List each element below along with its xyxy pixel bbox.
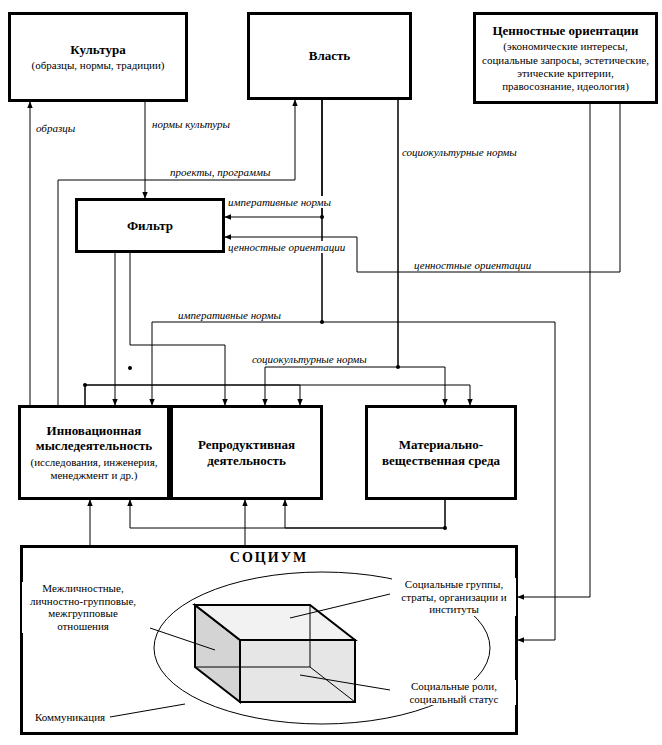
connector xyxy=(518,104,590,597)
connector xyxy=(115,253,116,405)
node-subtitle: (исследования, инженерия, менеджмент и д… xyxy=(27,456,161,482)
node-title: СОЦИУМ xyxy=(230,550,308,567)
society-box: СОЦИУМ xyxy=(20,545,518,735)
culture-box: Культура(образцы, нормы, традиции) xyxy=(8,12,188,102)
node-subtitle: (экономические интересы, социальные запр… xyxy=(482,40,649,93)
power-box: Власть xyxy=(247,12,412,100)
edge-label: социокультурные нормы xyxy=(400,146,519,158)
node-title: Фильтр xyxy=(127,218,173,234)
node-title: Репродуктивная деятельность xyxy=(179,437,314,468)
leader-lines xyxy=(110,594,390,717)
connector xyxy=(130,500,445,528)
connector xyxy=(90,500,91,545)
filter-box: Фильтр xyxy=(75,198,225,253)
connector xyxy=(322,100,555,640)
society-label: Межличностные, личностно-групповые, межг… xyxy=(22,582,144,633)
edge-label: ценностные ориентации xyxy=(226,241,347,253)
node-title: Ценностные ориентации xyxy=(492,23,638,39)
society-cube xyxy=(195,605,355,702)
node-title: Инновационная мыследеятельность xyxy=(27,423,161,454)
connector xyxy=(145,102,146,198)
connector xyxy=(285,500,445,528)
society-label: Коммуникация xyxy=(30,711,110,724)
connector xyxy=(225,104,620,272)
values-box: Ценностные ориентации(экономические инте… xyxy=(473,12,658,104)
edge-label: императивные нормы xyxy=(226,196,333,208)
edge-label: ценностные ориентации xyxy=(412,259,533,271)
connector xyxy=(85,385,300,405)
node-title: Материально-вещественная среда xyxy=(374,437,508,468)
node-title: Власть xyxy=(309,48,351,64)
connector xyxy=(245,500,246,545)
node-title: Культура xyxy=(70,42,125,58)
edge-label: императивные нормы xyxy=(176,309,283,321)
innovation-box: Инновационная мыследеятельность(исследов… xyxy=(18,405,170,500)
society-label: Социальные роли, социальный статус xyxy=(392,680,516,705)
edge-label: проекты, программы xyxy=(168,166,273,178)
reproductive-box: Репродуктивная деятельность xyxy=(170,405,323,500)
connector xyxy=(85,385,470,405)
society-label: Социальные группы, страты, организации и… xyxy=(392,578,516,616)
edge-label: социокультурные нормы xyxy=(250,353,369,365)
edge-label: образцы xyxy=(34,122,77,134)
node-subtitle: (образцы, нормы, традиции) xyxy=(32,59,165,72)
connector xyxy=(130,253,225,405)
connector xyxy=(30,102,31,405)
material-box: Материально-вещественная среда xyxy=(365,405,517,500)
edge-label: нормы культуры xyxy=(150,118,232,130)
